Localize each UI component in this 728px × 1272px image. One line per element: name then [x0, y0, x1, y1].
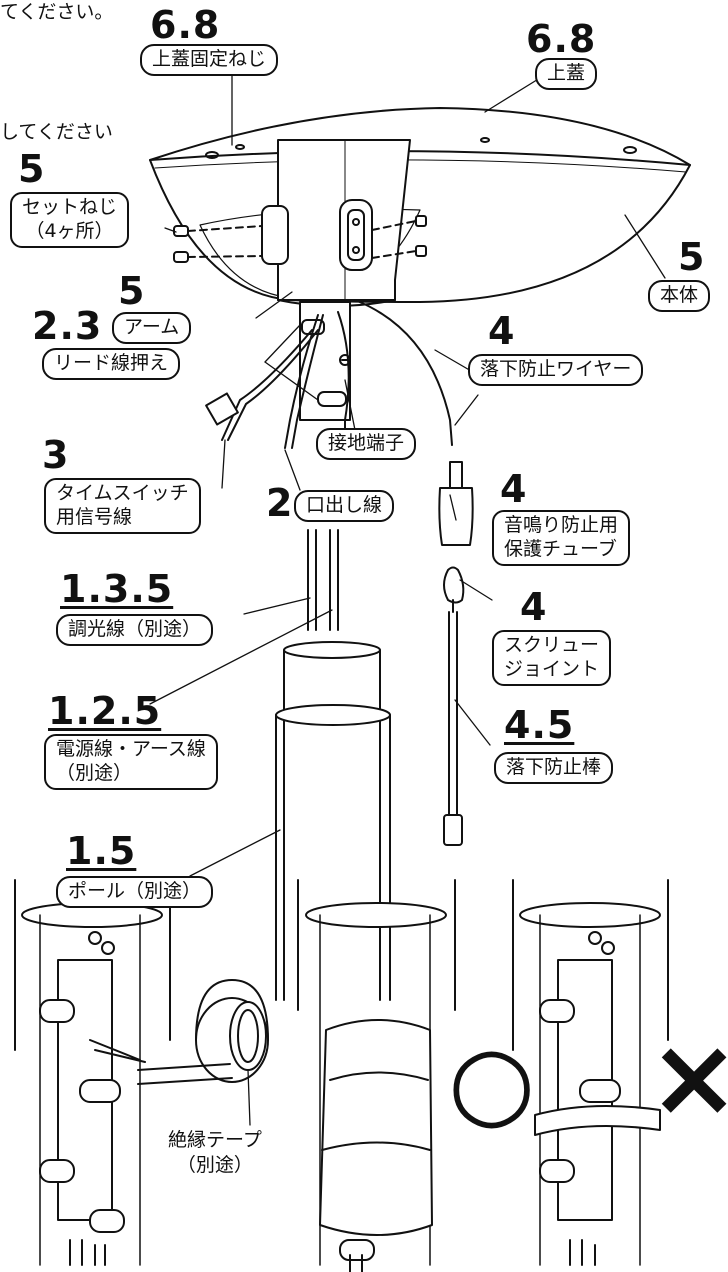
step-fall-rod: 4.5 — [504, 703, 575, 747]
label-set-screw-line2: （4ヶ所） — [25, 219, 114, 242]
step-tube: 4 — [500, 467, 528, 511]
label-tube-line1: 音鳴り防止用 — [504, 514, 619, 536]
tape-note-line2: （別途） — [176, 1153, 253, 1176]
tape-note-line1: 絶縁テープ — [168, 1129, 262, 1151]
step-timer-wire: 3 — [42, 433, 70, 477]
label-power-wire-line2: （別途） — [56, 761, 133, 784]
label-fall-rod: 落下防止棒 — [494, 752, 614, 784]
step-top-cover: 6.8 — [526, 17, 597, 61]
terminal-assembly — [205, 299, 453, 451]
label-top-screw: 上蓋固定ねじ — [140, 44, 279, 76]
ng-mark-icon: × — [648, 1013, 728, 1141]
label-screw-joint-line1: スクリュー — [504, 634, 600, 656]
label-body: 本体 — [648, 280, 711, 312]
step-lead-clamp: 2.3 — [32, 304, 103, 348]
label-screw-joint-line2: ジョイント — [504, 657, 600, 680]
label-power-wire-line1: 電源線・アース線 — [56, 738, 206, 760]
tape-note: 絶縁テープ （別途） — [168, 1128, 262, 1177]
label-tube: 音鳴り防止用 保護チューブ — [492, 510, 631, 566]
label-arm: アーム — [112, 312, 192, 344]
leader-lines — [149, 74, 666, 877]
label-fall-wire: 落下防止ワイヤー — [468, 354, 644, 386]
set-screws — [173, 215, 427, 263]
insulation-tape-roll — [137, 979, 269, 1126]
top-fragment-left: てください。 — [0, 1, 114, 23]
label-pole: ポール（別途） — [56, 876, 214, 908]
step-outlet-wire: 2 — [266, 481, 294, 525]
arm — [261, 139, 411, 307]
ok-mark-icon: ○ — [448, 1023, 536, 1140]
step-body: 5 — [678, 235, 706, 279]
outlet-wire-cable — [307, 529, 339, 631]
step-pole: 1.5 — [66, 829, 137, 873]
label-ground-terminal: 接地端子 — [316, 428, 417, 460]
step-set-screw: 5 — [18, 147, 46, 191]
label-timer-wire-line2: 用信号線 — [56, 505, 133, 528]
bottom-panel-1 — [14, 879, 171, 1266]
label-screw-joint: スクリュー ジョイント — [492, 630, 612, 686]
label-dimmer-wire: 調光線（別途） — [56, 614, 214, 646]
label-lead-clamp: リード線押え — [42, 348, 181, 380]
label-outlet-wire: 口出し線 — [294, 490, 395, 522]
pole — [275, 641, 391, 1001]
bottom-panel-2 — [297, 879, 456, 1272]
fall-rod — [443, 566, 465, 846]
step-arm: 5 — [118, 269, 146, 313]
step-power-wire: 1.2.5 — [48, 689, 162, 733]
lamp-body — [149, 107, 691, 303]
step-screw-joint: 4 — [520, 585, 548, 629]
label-timer-wire: タイムスイッチ 用信号線 — [44, 478, 201, 534]
label-power-wire: 電源線・アース線 （別途） — [44, 734, 218, 790]
step-dimmer-wire: 1.3.5 — [60, 567, 174, 611]
step-top-screw: 6.8 — [150, 3, 221, 47]
label-set-screw-line1: セットねじ — [22, 196, 118, 218]
protective-tube — [438, 461, 474, 546]
step-fall-wire: 4 — [488, 309, 516, 353]
top-fragment-mid: してください — [0, 121, 113, 143]
bottom-panel-3 — [512, 879, 669, 1266]
label-tube-line2: 保護チューブ — [504, 537, 617, 560]
label-set-screw: セットねじ （4ヶ所） — [10, 192, 130, 248]
label-timer-wire-line1: タイムスイッチ — [56, 482, 189, 504]
label-top-cover: 上蓋 — [535, 58, 598, 90]
